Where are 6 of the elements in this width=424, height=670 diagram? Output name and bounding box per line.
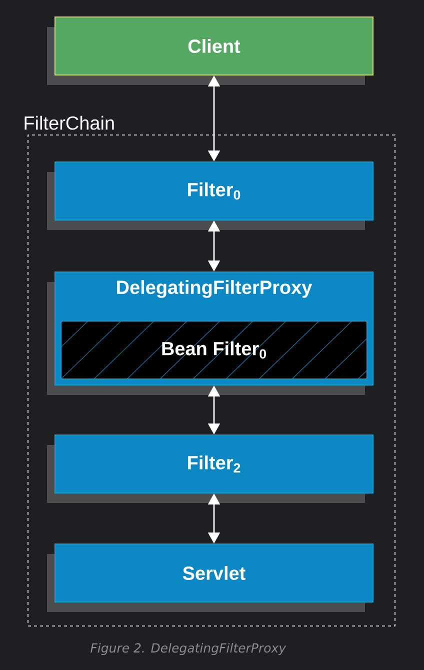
caption: Figure 2. DelegatingFilterProxy — [90, 642, 286, 656]
node-label: FilterChain — [24, 116, 114, 130]
client-box: Client — [47, 16, 374, 85]
filter-box: Filter$_{2}$ — [47, 434, 374, 503]
filter-box: Servlet — [47, 544, 374, 612]
filter-box: Filter$_{0}$ — [47, 162, 374, 230]
